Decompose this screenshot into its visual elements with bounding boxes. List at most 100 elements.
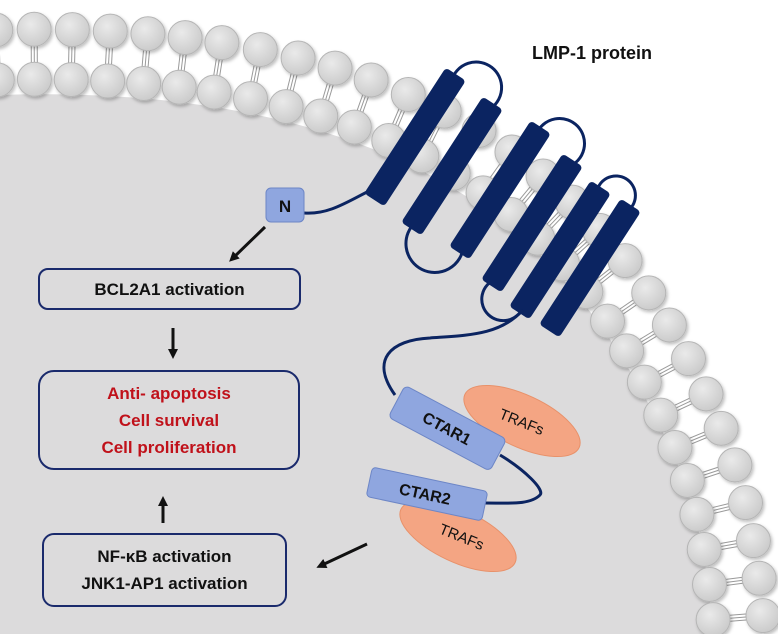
lipid-tail [544, 209, 561, 227]
lipid-tail [104, 44, 108, 67]
lipid-tail [638, 331, 658, 345]
lipid-tail [671, 396, 693, 407]
lipid-tail [427, 123, 439, 144]
lipid-head [317, 50, 353, 86]
lipid-head [745, 598, 778, 634]
lipid-head [280, 40, 316, 76]
lipid-head [90, 63, 126, 99]
lipid-tail [549, 213, 566, 231]
lipid-tail [288, 71, 296, 94]
jnk1-ap1-activation-label: JNK1-AP1 activation [81, 574, 248, 593]
lipid-tail [723, 582, 746, 587]
lipid-tail [517, 184, 533, 203]
lipid-tail [183, 51, 187, 74]
lipid-tail [177, 51, 181, 74]
lipid-tail [144, 47, 148, 70]
lipid-tail [291, 72, 299, 94]
lipid-head [717, 447, 753, 483]
extracellular-loop-2 [535, 117, 586, 169]
extracellular-loop-3 [594, 174, 637, 214]
n-terminus-label: N [279, 197, 291, 216]
lipid-tail [74, 43, 76, 66]
lipid-tail [546, 211, 563, 229]
lipid-head [53, 62, 89, 98]
lipid-tail [358, 93, 367, 115]
lipid-tail [656, 364, 677, 377]
lipid-head [651, 307, 687, 343]
nfkb-activation-label: NF-κB activation [97, 547, 232, 566]
ctar-linker [484, 453, 543, 505]
lipid-tail [218, 56, 224, 79]
lipid-tail [430, 124, 442, 145]
transmembrane-helix-5 [510, 182, 610, 318]
lipid-head [233, 81, 269, 117]
lipid-head [679, 496, 715, 532]
lipid-tail [674, 402, 695, 413]
lipid-tail [324, 81, 332, 103]
lipid-head [16, 61, 52, 97]
arrow-traf-to-nfkb [316, 542, 368, 568]
lipid-tail [710, 505, 733, 512]
c-terminal-tail [382, 308, 525, 396]
bcl2a1-activation-box: BCL2A1 activation [38, 268, 301, 310]
lipid-tail [391, 106, 401, 127]
transmembrane-helix-2 [402, 98, 502, 234]
lipid-tail [598, 271, 617, 286]
lipid-head [670, 341, 706, 377]
lipid-tail [594, 266, 613, 281]
lipid-tail [620, 302, 640, 317]
lipid-head [0, 12, 14, 47]
lipid-head [204, 25, 240, 61]
diagram-title: LMP-1 protein [532, 43, 652, 63]
lipid-tail [110, 45, 114, 68]
lipid-tail [215, 56, 221, 79]
lipid-tail [396, 108, 407, 130]
lipid-head [161, 69, 197, 105]
lipid-tail [657, 367, 678, 379]
lipid-tail [718, 545, 741, 551]
lipid-head [626, 364, 662, 400]
lipid-tail [687, 433, 709, 443]
lipid-tail [717, 539, 740, 545]
lipid-tail [361, 94, 370, 116]
lipid-tail [249, 62, 256, 85]
lipid-tail [726, 613, 749, 616]
lipid-tail [255, 63, 262, 86]
lipid-head [631, 275, 667, 311]
lipid-head [336, 109, 372, 145]
lipid-tail [701, 471, 723, 480]
lipid-tail [71, 43, 73, 66]
lipid-head [590, 303, 626, 339]
nfkb-jnk-activation-box: NF-κB activation JNK1-AP1 activation [42, 533, 287, 607]
lipid-tail [574, 241, 592, 258]
lipid-head [196, 74, 232, 110]
lipid-tail [727, 616, 750, 619]
cellular-outcomes-box: Anti- apoptosis Cell survival Cell proli… [38, 370, 300, 470]
lipid-tail [686, 430, 708, 440]
lipid-tail [617, 297, 636, 312]
lipid-tail [727, 619, 750, 622]
lipid-head [126, 66, 162, 102]
lipid-tail [717, 542, 740, 548]
lipid-tail [618, 300, 638, 314]
lipid-tail [286, 70, 293, 93]
outcome-cell-proliferation: Cell proliferation [101, 437, 237, 457]
lipid-tail [212, 55, 218, 78]
lipid-tail [107, 45, 111, 68]
lipid-tail [723, 579, 746, 584]
transmembrane-helix-1 [365, 69, 465, 205]
lipid-head [54, 12, 90, 48]
lipid-tail [522, 188, 537, 206]
lipid-tail [636, 329, 657, 342]
outcome-anti-apoptosis: Anti- apoptosis [107, 383, 231, 403]
lipid-tail [147, 47, 151, 70]
lipid-head [688, 376, 724, 412]
outcome-cell-survival: Cell survival [118, 410, 220, 430]
bcl2a1-label: BCL2A1 activation [94, 279, 245, 299]
n-terminus: N [265, 187, 305, 223]
transmembrane-helix-4 [482, 155, 582, 291]
lipid-head [0, 62, 15, 98]
arrow-n-to-bcl2a1 [229, 225, 267, 262]
lipid-tail [700, 468, 722, 477]
lipid-head [728, 485, 764, 521]
